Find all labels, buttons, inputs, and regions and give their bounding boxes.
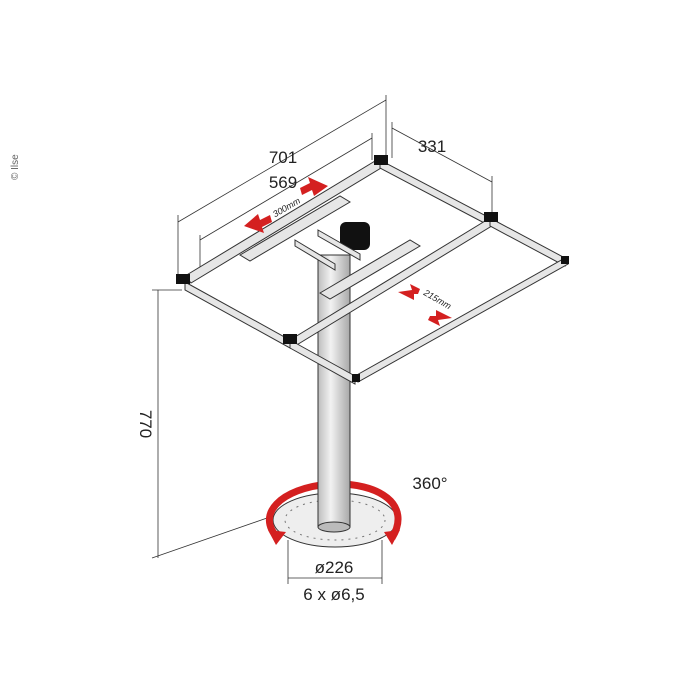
label-rotation: 360° <box>412 474 447 493</box>
label-height: 770 <box>136 410 155 438</box>
copyright-text: © Ilse <box>10 154 21 180</box>
table-pole <box>317 254 351 528</box>
slide-arrow-up <box>398 284 420 300</box>
label-depth: 331 <box>418 137 446 156</box>
label-inner-length: 569 <box>269 173 297 192</box>
corner-brackets <box>176 155 569 382</box>
dimension-lines <box>151 95 493 584</box>
pole-mount <box>340 222 370 250</box>
slide-arrow-right <box>300 177 328 196</box>
label-base-diameter: ø226 <box>315 558 354 577</box>
label-holes: 6 x ø6,5 <box>303 585 364 604</box>
rotation-arrowhead-left <box>268 530 286 545</box>
slide-arrow-down <box>428 310 452 326</box>
table-frame <box>184 157 569 385</box>
label-overall-length: 701 <box>269 148 297 167</box>
slide-arrow-left <box>244 214 272 233</box>
label-slide-y: 215mm <box>421 287 453 311</box>
rotation-arrowhead-right <box>384 530 400 545</box>
